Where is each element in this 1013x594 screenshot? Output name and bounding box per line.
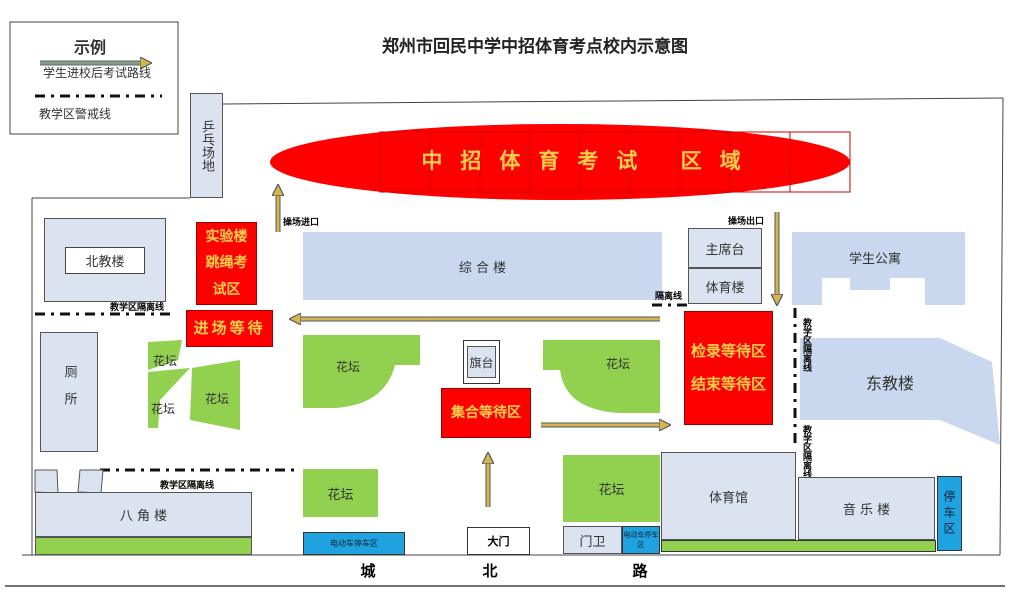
sports-building: 体育楼: [688, 268, 762, 304]
legend-route-label: 学生进校后考试路线: [42, 66, 151, 80]
road-label-3: 路: [632, 562, 648, 580]
checkin-end-area: 检录等待区结束等待区: [684, 311, 773, 425]
north-building: 北教楼: [44, 218, 166, 302]
north-building-label: 北教楼: [65, 246, 145, 274]
legend-heading: 示例: [73, 38, 106, 57]
green-strip: [35, 537, 252, 555]
teach-isolation-label-1: 教学区隔离线: [110, 303, 165, 313]
east-building-shape: [800, 338, 1000, 445]
flag-platform: 旗台: [463, 340, 500, 384]
exam-area-grid: [379, 131, 851, 193]
dorm-shape: [792, 232, 965, 305]
green-strip: [661, 540, 936, 552]
flowerbed: 花坛: [303, 469, 378, 517]
flowerbed-label: 花坛: [204, 392, 229, 406]
flag-label: 旗台: [467, 346, 496, 378]
road-label-1: 城: [360, 562, 376, 580]
toilet: 厕所: [40, 332, 98, 452]
guard-room: 门卫: [563, 526, 622, 554]
gather-wait-area: 集合等待区: [441, 388, 531, 438]
flowerbed-label: 花坛: [152, 354, 177, 368]
flowerbed-label: 花坛: [150, 402, 175, 416]
dorm-label: 学生公寓: [848, 252, 901, 267]
page-title: 郑州市回民中学中招体育考点校内示意图: [382, 37, 688, 57]
main-gate[interactable]: 大门: [467, 527, 530, 555]
isolation-label: 隔离线: [655, 292, 683, 302]
legend-warning-label: 教学区警戒线: [38, 107, 111, 121]
exam-area-ellipse: [270, 124, 850, 200]
flowerbed-label: 花坛: [335, 360, 360, 374]
ebike-parking-2: 电动车停车区: [622, 526, 660, 554]
teach-isolation-label-3: 教学区隔离线: [801, 425, 811, 479]
boundary-lines: [5, 21, 1005, 587]
music-building: 音 乐 楼: [798, 477, 935, 540]
flowerbed-shapes: [148, 335, 660, 430]
end-wait-label: 结束等待区: [690, 375, 766, 393]
flowerbed: 花坛: [563, 455, 660, 522]
flowerbed-label: 花坛: [605, 357, 630, 371]
checkin-label: 检录等待区: [690, 342, 766, 360]
road-label-2: 北: [482, 562, 498, 580]
teach-isolation-label-2: 教学区隔离线: [801, 318, 811, 372]
warning-lines: [35, 94, 797, 472]
field-entry-label: 操场进口: [283, 218, 320, 228]
rope-exam-area: 实验楼跳绳考试区: [196, 222, 257, 305]
field-exit-label: 操场出口: [728, 217, 765, 227]
east-building-label: 东教楼: [865, 374, 914, 393]
entry-wait-area: 进场等待: [186, 310, 273, 347]
ebike-parking: 电动车停车区: [303, 532, 405, 555]
pingpong-court: 乒乓场地: [190, 93, 223, 198]
gymnasium: 体育馆: [661, 452, 796, 540]
exam-area-label: 中招体育考试 区域: [421, 148, 759, 173]
rostrum: 主席台: [688, 228, 762, 268]
complex-building: 综 合 楼: [303, 232, 662, 300]
octagon-building: 八 角 楼: [35, 492, 252, 537]
legend-box: [9, 21, 179, 135]
parking-area: 停车区: [937, 476, 962, 551]
teach-isolation-label-4: 教学区隔离线: [160, 481, 215, 491]
